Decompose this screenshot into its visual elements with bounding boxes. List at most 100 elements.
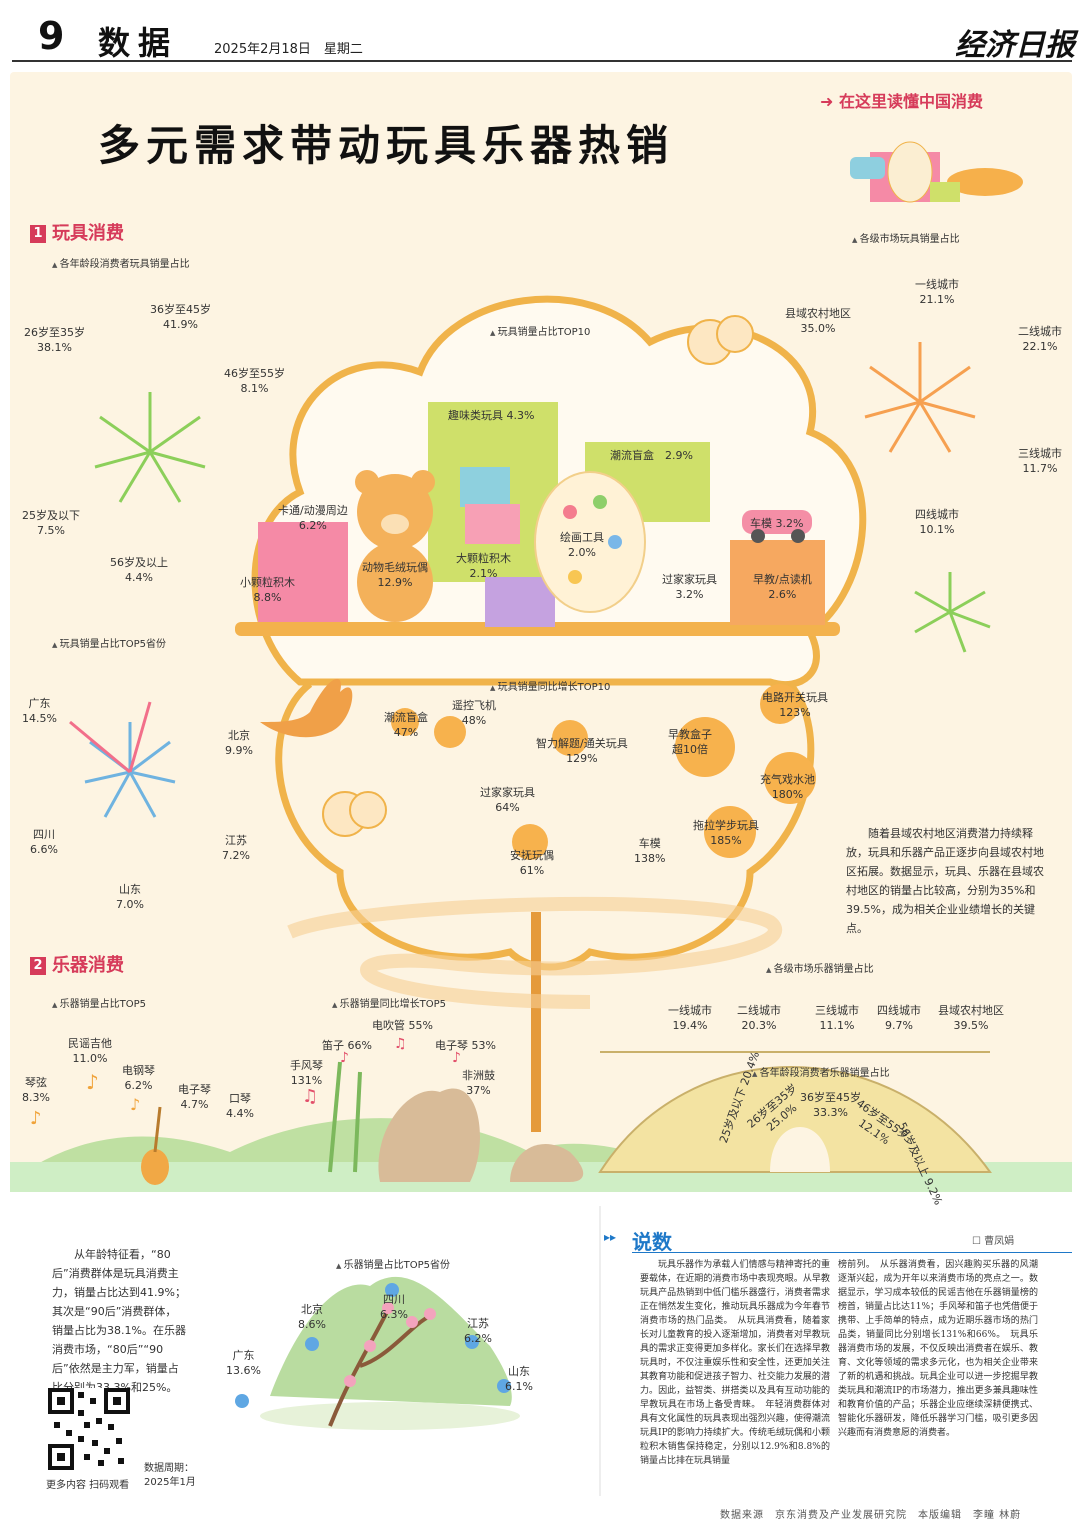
- instrument-province-title: 乐器销量占比TOP5省份: [336, 1256, 450, 1271]
- commentary-title: 说数: [632, 1230, 672, 1254]
- instrument-top5-title: 乐器销量占比TOP5: [52, 995, 146, 1010]
- page-number: 9: [38, 14, 65, 58]
- section-name: 数据: [98, 24, 179, 62]
- commentary-column-1: 玩具乐器作为承载人们情感与精神寄托的重要载体，在近期的消费市场中表现亮眼。从早教…: [640, 1260, 830, 1466]
- double-arrow-icon: ▸▸: [604, 1230, 617, 1244]
- section-toys-heading: 1 玩具消费: [30, 219, 124, 245]
- music-note-icon: ♪: [30, 1108, 42, 1129]
- plum-branch-icon: [328, 1305, 431, 1427]
- music-note-icon: ♪: [452, 1050, 461, 1066]
- toy-top10-label: 潮流盲盒 2.9%: [610, 449, 693, 462]
- data-period: 数据周期：2025年1月: [144, 1463, 196, 1488]
- bamboo-icon: [328, 1061, 362, 1173]
- commentary-column-2: 榜前列。 从乐器消费看，因兴趣购买乐器的风潮逐渐兴起，成为开年以来消费市场的亮点…: [838, 1260, 1039, 1438]
- section-number: 1: [30, 225, 46, 243]
- toy-top10-title: 玩具销量占比TOP10: [490, 323, 591, 338]
- music-note-icon: ♫: [394, 1036, 407, 1052]
- instrument-age-title: 各年龄段消费者乐器销量占比: [752, 1064, 890, 1079]
- teddy-bear-icon: [357, 474, 433, 550]
- instrument-growth-label: 笛子 66%: [322, 1039, 372, 1052]
- commentary-rule: [632, 1252, 1072, 1253]
- qr-code-icon[interactable]: [48, 1388, 130, 1470]
- paint-palette-icon: [534, 471, 646, 613]
- page-footer: 数据来源 京东消费及产业发展研究院 本版编辑 李瞳 林蔚: [720, 1510, 1022, 1521]
- rock-icon: [378, 1088, 480, 1182]
- commentary-author: ☐ 曹凤娟: [972, 1236, 1015, 1247]
- toy-top10-label: 趣味类玩具 4.3%: [448, 409, 535, 422]
- instrument-growth-label: 电子琴 53%: [435, 1039, 496, 1052]
- toy-growth-title: 玩具销量同比增长TOP10: [490, 678, 611, 693]
- toy-growth-label: 早教盒子超10倍: [668, 728, 712, 756]
- toy-age-chart-title: 各年龄段消费者玩具销量占比: [52, 255, 190, 270]
- poster-tagline: ➜ 在这里读懂中国消费: [820, 88, 983, 112]
- instrument-growth-title: 乐器销量同比增长TOP5: [332, 995, 446, 1010]
- instrument-market-title: 各级市场乐器销量占比: [766, 960, 874, 975]
- music-note-icon: ♫: [302, 1086, 319, 1107]
- author-box-icon: ☐: [972, 1236, 985, 1247]
- music-note-icon: ♪: [340, 1050, 349, 1066]
- arrow-icon: ➜: [820, 92, 839, 111]
- gift-illustration-icon: [850, 141, 1023, 203]
- toy-car-icon: [742, 510, 812, 534]
- music-note-icon: ♪: [86, 1070, 99, 1094]
- guitar-icon: [141, 1149, 169, 1185]
- section-number: 2: [30, 957, 46, 975]
- cloud-swirl-icon: [322, 315, 754, 837]
- location-pin-icon: [235, 1283, 511, 1408]
- header-rule: [12, 60, 1072, 62]
- section-instruments-heading: 2 乐器消费: [30, 951, 124, 977]
- blossom-icon: [344, 1302, 436, 1387]
- firework-icon: [69, 342, 991, 818]
- bottom-artwork: [235, 1206, 601, 1496]
- toy-province-chart-title: 玩具销量占比TOP5省份: [52, 635, 166, 650]
- qr-caption: 更多内容 扫码观看: [46, 1480, 130, 1491]
- section-title: 玩具消费: [52, 223, 124, 244]
- shelf: [235, 622, 840, 636]
- rural-note: 随着县域农村地区消费潜力持续释放，玩具和乐器产品正逐步向县域农村地区拓展。数据显…: [846, 827, 1044, 935]
- instrument-growth-label: 电吹管 55%: [372, 1019, 433, 1032]
- music-note-icon: ♪: [130, 1095, 141, 1114]
- tagline-text: 在这里读懂中国消费: [838, 92, 983, 111]
- page-header: 9 数据 2025年2月18日 星期二 经济日报: [0, 0, 1080, 63]
- section-title: 乐器消费: [52, 955, 124, 976]
